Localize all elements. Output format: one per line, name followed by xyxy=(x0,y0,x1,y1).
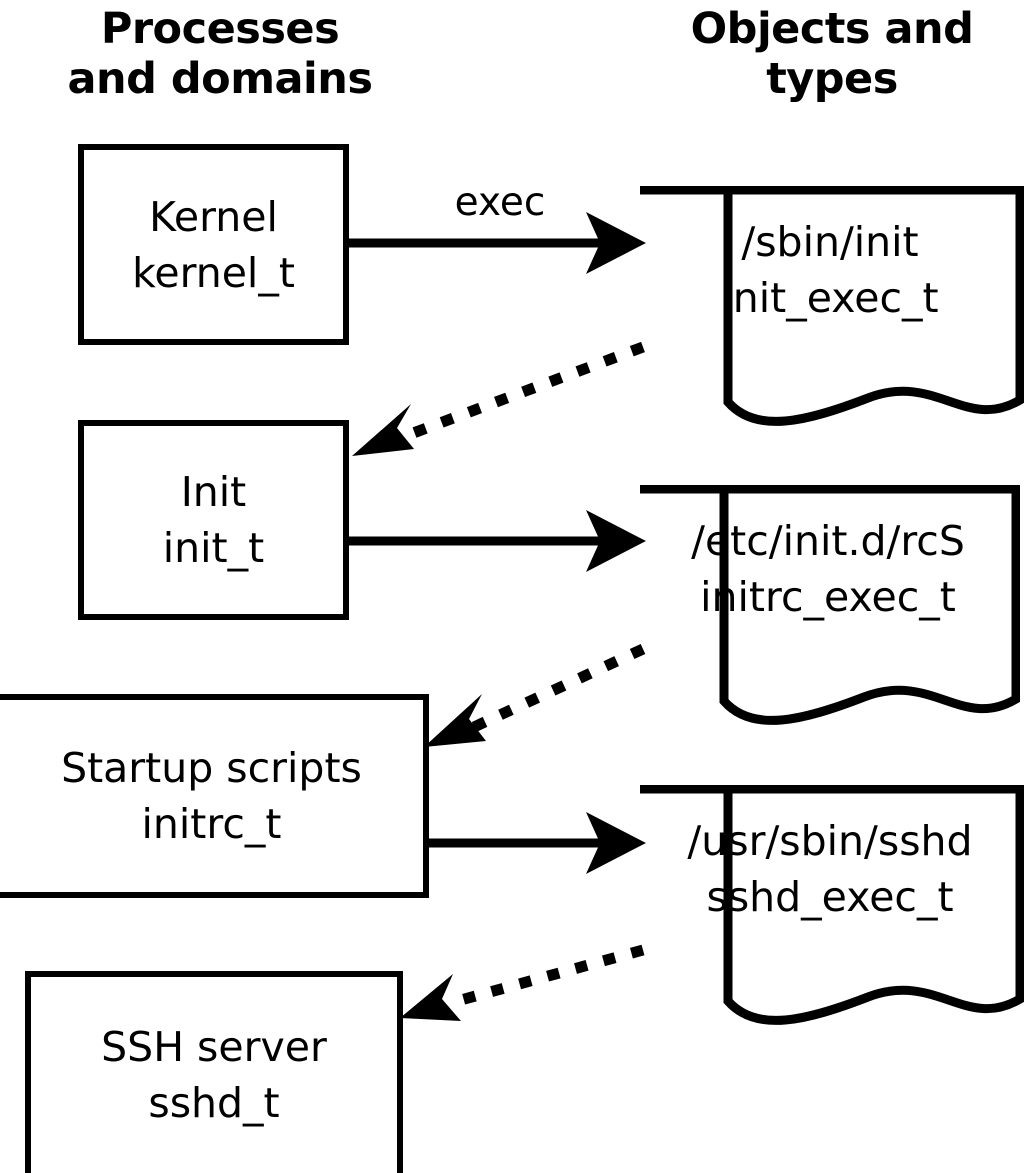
process-box-startup-scripts-label: Startup scripts initrc_t xyxy=(61,744,362,848)
process-box-ssh-server-label: SSH server sshd_t xyxy=(101,1023,327,1127)
object-doc-init-exec-label: /sbin/init init_exec_t xyxy=(721,218,939,322)
edge-init-exec-to-init xyxy=(352,341,645,456)
edge-init-exec-initrc-exec xyxy=(348,510,646,572)
process-box-init[interactable]: Init init_t xyxy=(78,420,349,620)
process-box-kernel[interactable]: Kernel kernel_t xyxy=(78,144,349,345)
document-shape-icon xyxy=(640,485,1020,725)
edge-label-exec: exec xyxy=(454,180,546,225)
object-doc-initrc-exec-label: /etc/init.d/rcS initrc_exec_t xyxy=(691,517,965,621)
object-doc-initrc-exec[interactable]: /etc/init.d/rcS initrc_exec_t xyxy=(636,485,1020,733)
process-box-init-label: Init init_t xyxy=(162,468,265,572)
object-doc-init-exec[interactable]: /sbin/init init_exec_t xyxy=(636,186,1024,434)
process-box-ssh-server[interactable]: SSH server sshd_t xyxy=(25,971,403,1173)
process-box-startup-scripts[interactable]: Startup scripts initrc_t xyxy=(0,694,429,898)
edge-initrc-exec-sshd-exec xyxy=(428,812,646,874)
column-heading-processes: Processes and domains xyxy=(67,4,373,104)
edge-initrc-exec-to-initrc xyxy=(424,644,646,747)
object-doc-sshd-exec-label: /usr/sbin/sshd sshd_exec_t xyxy=(687,817,973,921)
object-doc-sshd-exec[interactable]: /usr/sbin/sshd sshd_exec_t xyxy=(636,785,1024,1033)
document-shape-icon xyxy=(640,186,1024,426)
document-shape-icon xyxy=(640,785,1024,1025)
column-heading-objects: Objects and types xyxy=(690,4,974,104)
edge-sshd-exec-to-sshd xyxy=(400,944,645,1021)
process-box-kernel-label: Kernel kernel_t xyxy=(132,192,295,297)
